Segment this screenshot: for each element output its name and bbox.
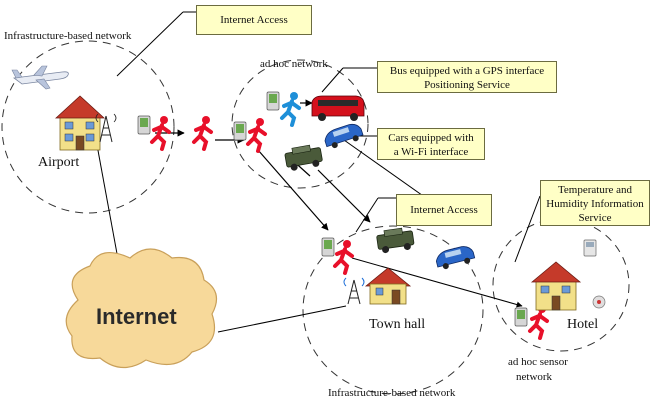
bus-gps-callout-line2: Positioning Service [424,79,510,91]
jeep-icon [376,227,415,254]
internet-access-callout: Internet Access [196,5,312,35]
sensor-icon [583,239,597,257]
adhoc-sensor-label-line1: ad hoc sensor [508,356,568,368]
town-hall-label: Town hall [369,317,426,332]
person-icon [246,118,267,153]
airport-label: Airport [38,155,80,170]
temperature-humidity-callout: Temperature and Humidity Information Ser… [540,180,650,226]
pda-icon [514,307,528,327]
house-icon [364,267,412,305]
bus-icon [311,95,365,121]
person-icon [333,240,354,275]
infrastructure-network-label-bottom: Infrastructure-based network [328,387,456,399]
temperature-callout-line3: Service [578,212,612,224]
cars-wifi-callout-line1: Cars equipped with [388,132,474,144]
antenna-icon [95,113,117,143]
pda-icon [233,121,247,141]
internet-label: Internet [96,304,177,329]
bus-gps-callout-line1: Bus equipped with a GPS interface [389,65,545,77]
person-icon [280,92,301,127]
townhall-network-circle [302,225,484,395]
infrastructure-network-label: Infrastructure-based network [4,30,132,42]
house-icon [54,95,106,151]
cars-wifi-callout: Cars equipped with a Wi-Fi interface [377,128,485,160]
airplane-icon [11,65,69,90]
adhoc-network-circle [231,59,369,189]
house-icon [530,261,582,311]
pda-icon [137,115,151,135]
hotel-label: Hotel [567,317,599,332]
car-icon [435,246,476,270]
sensor-icon [592,295,606,309]
internet-access-callout-text: Internet Access [220,14,288,26]
bus-gps-callout: Bus equipped with a GPS interface Positi… [377,61,557,93]
person-icon [192,116,213,151]
internet-access-callout-mid: Internet Access [396,194,492,226]
airport-network-circle [1,40,175,214]
pda-icon [266,91,280,111]
adhoc-sensor-label-line2: network [516,371,553,383]
internet-access-callout-mid-text: Internet Access [410,204,478,216]
adhoc-network-label: ad hoc network [260,58,328,70]
cars-wifi-callout-line2: a Wi-Fi interface [393,146,469,158]
jeep-icon [284,144,323,171]
person-icon [150,116,171,151]
temperature-callout-line1: Temperature and [557,184,633,196]
car-icon [324,123,364,149]
pda-icon [321,237,335,257]
antenna-icon [343,277,365,305]
temperature-callout-line2: Humidity Information [546,198,644,210]
cloud-icon [65,248,218,369]
